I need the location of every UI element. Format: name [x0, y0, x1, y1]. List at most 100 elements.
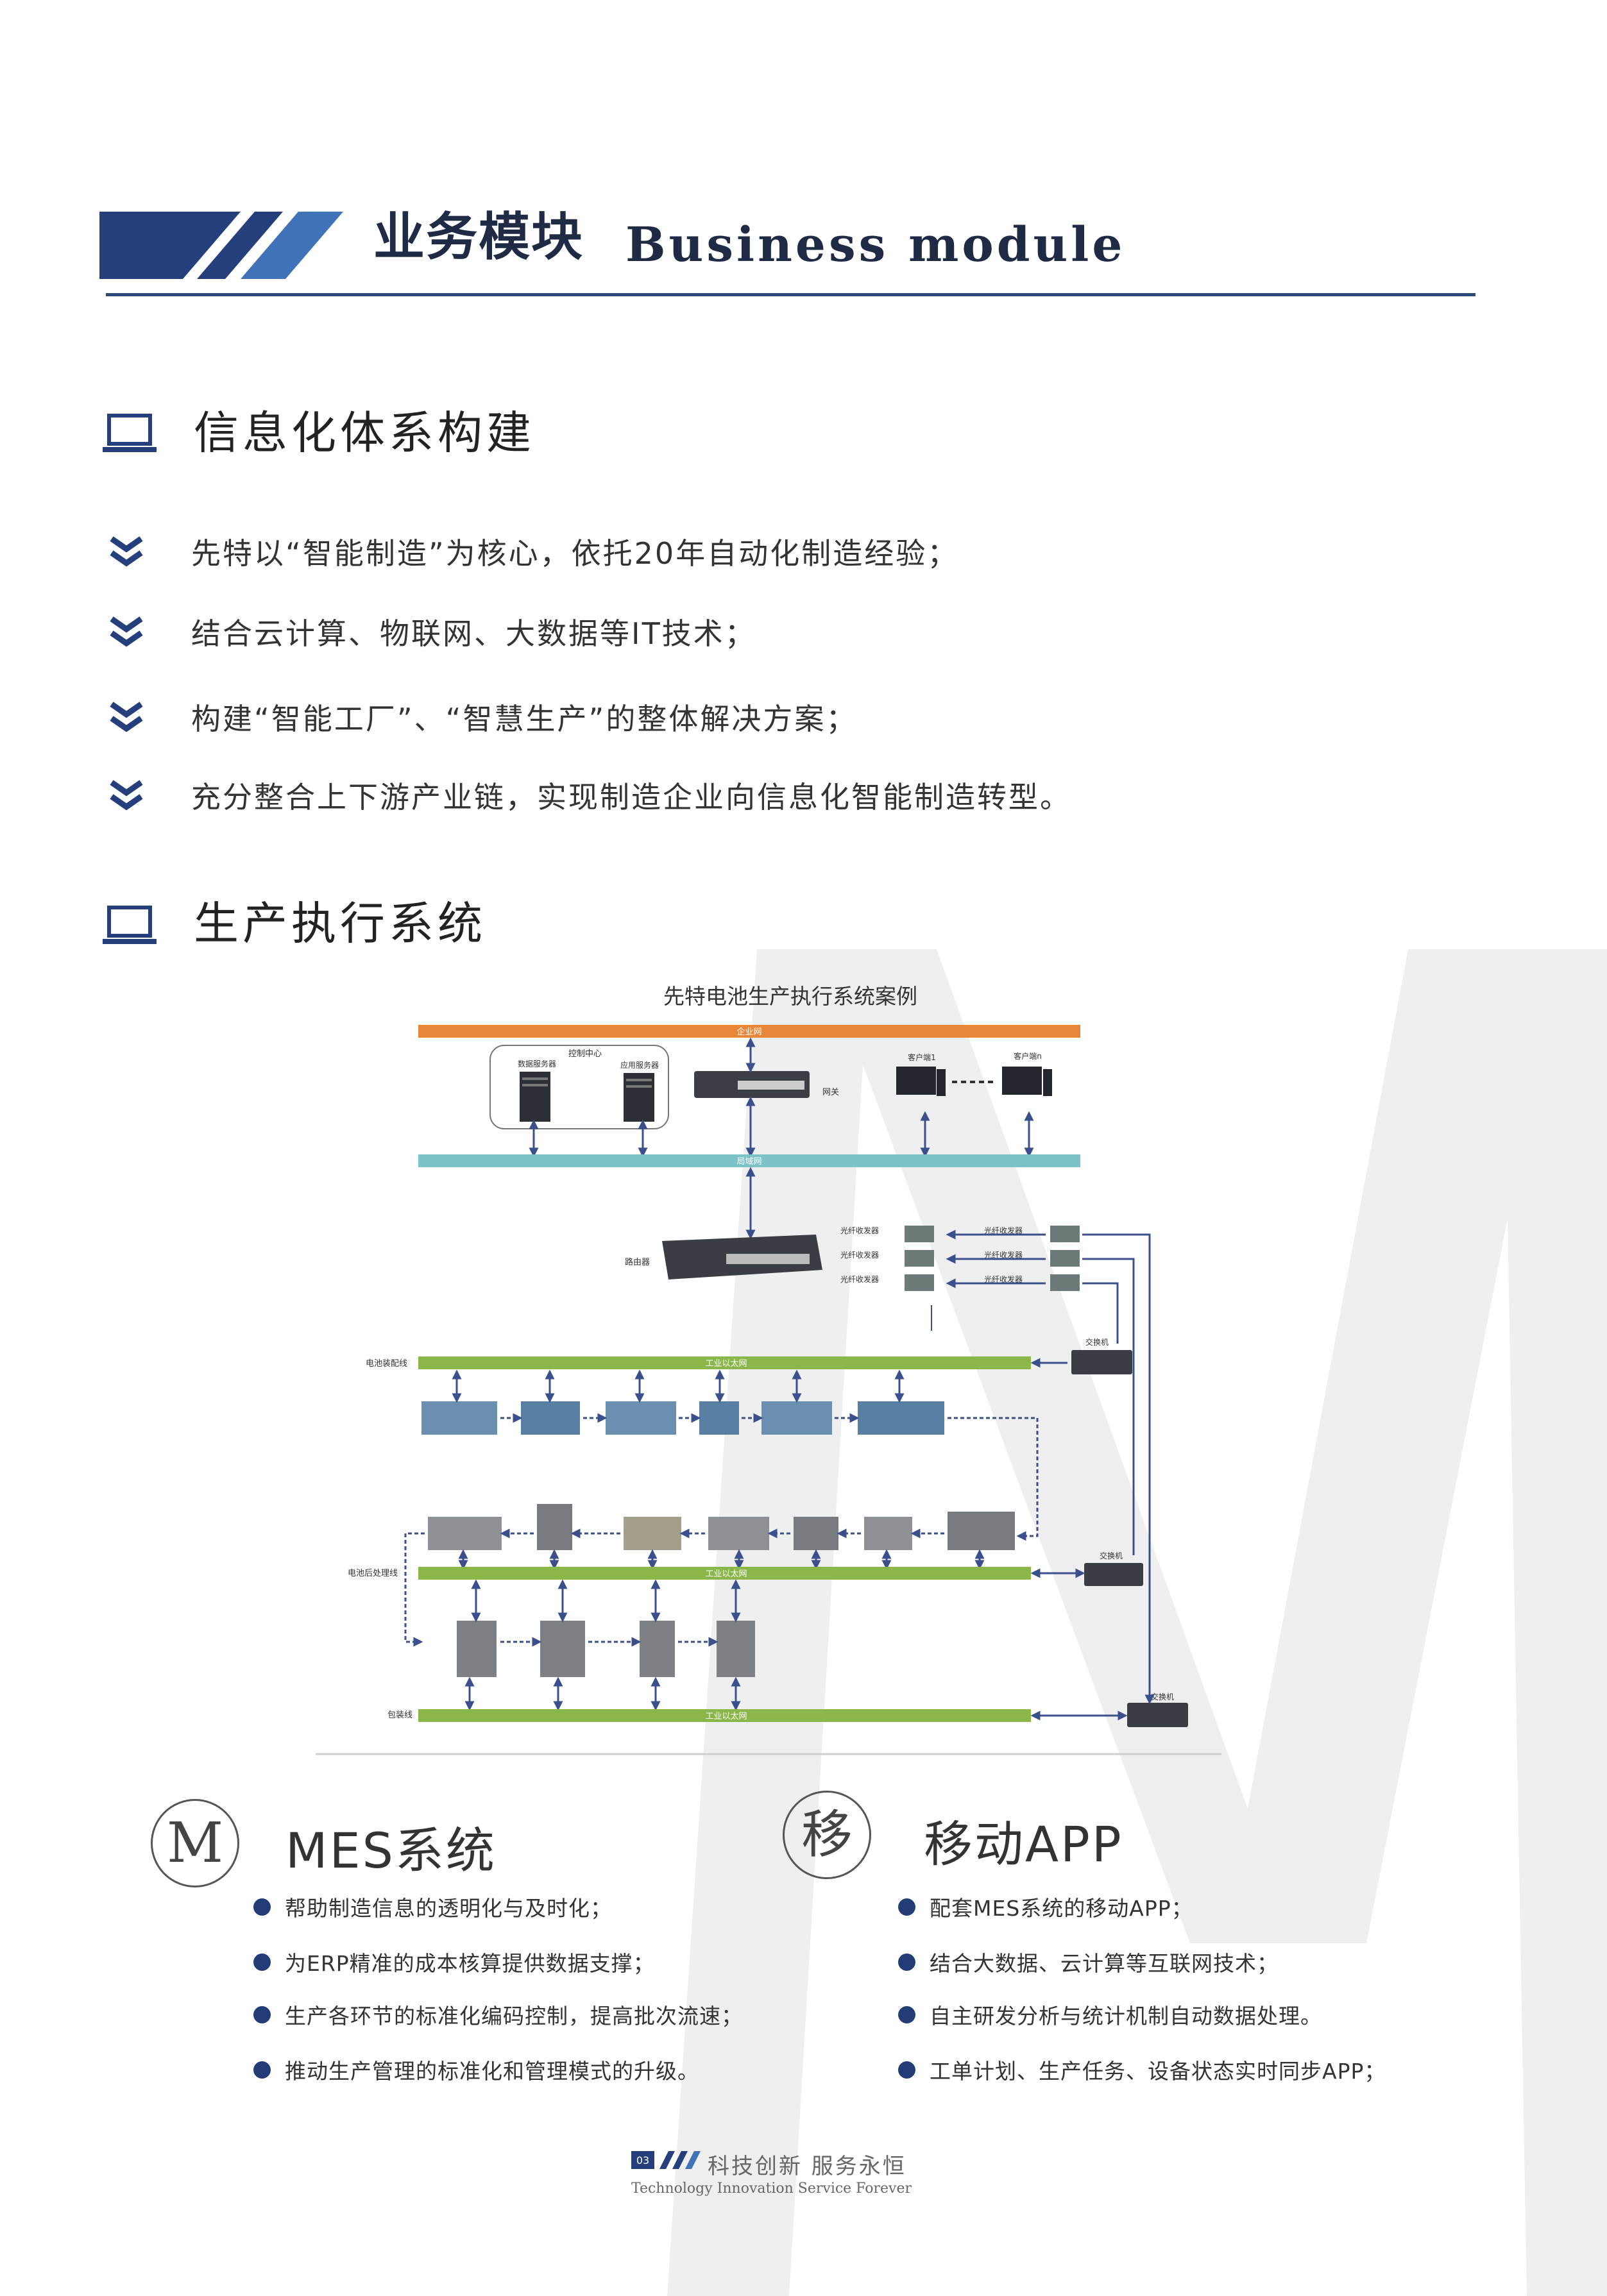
bullet-item: 构建“智能工厂”、“智慧生产”的整体解决方案； — [108, 698, 857, 736]
fiber-transceiver — [905, 1226, 934, 1242]
bullet-dot-icon — [898, 1953, 915, 1971]
switch-label: 交换机 — [1085, 1337, 1109, 1347]
switch-label: 交换机 — [1100, 1551, 1123, 1560]
fiber-label: 光纤收发器 — [984, 1250, 1023, 1260]
double-chevron-down-icon — [110, 702, 143, 732]
list-item: 工单计划、生产任务、设备状态实时同步APP； — [898, 2052, 1386, 2088]
page-number: 03 — [636, 2154, 649, 2166]
footer-slogan-en: Technology Innovation Service Forever — [631, 2181, 912, 2197]
list-item-text: 配套MES系统的移动APP； — [930, 1896, 1193, 1921]
bullet-dot-icon — [253, 2005, 271, 2023]
switch-device — [1071, 1350, 1132, 1374]
fiber-label: 光纤收发器 — [984, 1226, 1023, 1235]
laptop-icon — [103, 414, 157, 452]
laptop-icon — [103, 906, 157, 944]
bullet-dot-icon — [898, 2005, 915, 2023]
list-item: 推动生产管理的标准化和管理模式的升级。 — [253, 2052, 743, 2088]
fiber-label: 光纤收发器 — [840, 1274, 879, 1284]
mobile-app-module-title: 移动APP — [924, 1816, 1123, 1873]
double-chevron-down-icon — [110, 780, 143, 811]
footer-slogan-cn: 科技创新 服务永恒 — [708, 2154, 906, 2179]
fiber-transceiver — [1050, 1274, 1080, 1291]
mobile-app-circle-char: 移 — [801, 1805, 853, 1864]
packing-line-label: 包装线 — [387, 1710, 412, 1720]
lan-bar — [418, 1154, 1080, 1167]
industrial-ethernet-bar — [418, 1356, 1031, 1369]
post-line-label: 电池后处理线 — [348, 1569, 398, 1578]
bullet-dot-icon — [253, 1953, 271, 1971]
bullet-dot-icon — [253, 1898, 271, 1916]
list-item: 结合大数据、云计算等互联网技术； — [898, 1944, 1386, 1980]
header-title-cn: 业务模块 — [373, 207, 584, 267]
industrial-ethernet-label: 工业以太网 — [705, 1569, 747, 1579]
fiber-transceiver — [1050, 1226, 1080, 1242]
industrial-ethernet-label: 工业以太网 — [705, 1359, 747, 1369]
computer-icon — [1002, 1067, 1052, 1096]
list-item-text: 帮助制造信息的透明化与及时化； — [285, 1896, 612, 1921]
fiber-transceiver — [905, 1274, 934, 1291]
machine-row-3 — [457, 1621, 755, 1677]
list-item-text: 推动生产管理的标准化和管理模式的升级。 — [285, 2059, 699, 2084]
header-stripes-decoration — [99, 212, 343, 279]
list-item-text: 自主研发分析与统计机制自动数据处理。 — [930, 2004, 1322, 2029]
app-server-label: 应用服务器 — [620, 1060, 659, 1070]
bullet-item: 结合云计算、物联网、大数据等IT技术； — [108, 612, 756, 651]
switch-label: 交换机 — [1151, 1692, 1174, 1701]
fiber-label: 光纤收发器 — [840, 1250, 879, 1260]
bullet-text: 充分整合上下游产业链，实现制造企业向信息化智能制造转型。 — [191, 780, 1071, 815]
mes-circle-icon: M — [151, 1799, 239, 1887]
switch-device — [1084, 1563, 1143, 1586]
header-divider — [106, 293, 1475, 296]
machine-row-2 — [428, 1504, 1015, 1550]
list-item-text: 工单计划、生产任务、设备状态实时同步APP； — [930, 2059, 1386, 2084]
list-item: 为ERP精准的成本核算提供数据支撑； — [253, 1944, 743, 1980]
gateway-device — [694, 1071, 810, 1098]
bullet-item: 先特以“智能制造”为核心，依托20年自动化制造经验； — [108, 532, 958, 571]
bullet-text: 先特以“智能制造”为核心，依托20年自动化制造经验； — [191, 536, 959, 571]
control-center-label: 控制中心 — [568, 1049, 602, 1059]
list-item-text: 生产各环节的标准化编码控制，提高批次流速； — [285, 2004, 743, 2029]
fiber-label: 光纤收发器 — [840, 1226, 879, 1235]
router-label: 路由器 — [625, 1257, 650, 1267]
bullet-text: 结合云计算、物联网、大数据等IT技术； — [191, 616, 756, 651]
footer-page-badge: 03 — [631, 2151, 701, 2169]
bullet-item: 充分整合上下游产业链，实现制造企业向信息化智能制造转型。 — [108, 776, 1071, 815]
router-device — [662, 1235, 822, 1279]
assembly-line-label: 电池装配线 — [366, 1359, 407, 1369]
control-center-box — [489, 1045, 669, 1129]
industrial-ethernet-bar — [418, 1709, 1031, 1722]
mobile-app-feature-list: 配套MES系统的移动APP； 结合大数据、云计算等互联网技术； 自主研发分析与统… — [898, 1889, 1386, 2088]
list-item: 帮助制造信息的透明化与及时化； — [253, 1889, 743, 1925]
list-item: 生产各环节的标准化编码控制，提高批次流速； — [253, 1996, 743, 2032]
industrial-ethernet-label: 工业以太网 — [705, 1712, 747, 1721]
fiber-label: 光纤收发器 — [984, 1274, 1023, 1284]
list-item-text: 为ERP精准的成本核算提供数据支撑； — [285, 1951, 655, 1976]
mes-feature-list: 帮助制造信息的透明化与及时化； 为ERP精准的成本核算提供数据支撑； 生产各环节… — [253, 1889, 743, 2088]
switch-device — [1127, 1703, 1188, 1727]
machine-row-1 — [421, 1401, 944, 1435]
bullet-dot-icon — [253, 2061, 271, 2079]
computer-icon — [896, 1067, 946, 1096]
fiber-transceiver — [905, 1250, 934, 1267]
mobile-app-circle-icon: 移 — [783, 1791, 871, 1879]
enterprise-net-bar — [418, 1025, 1080, 1038]
list-item: 配套MES系统的移动APP； — [898, 1889, 1386, 1925]
header-title-en: Business module — [625, 217, 1126, 273]
section-title-mes: 生产执行系统 — [194, 897, 486, 950]
client-n-label: 客户端n — [1014, 1051, 1042, 1061]
gateway-label: 网关 — [822, 1088, 839, 1097]
bullet-dot-icon — [898, 1898, 915, 1916]
lan-label: 局域网 — [736, 1157, 761, 1167]
client1-label: 客户端1 — [908, 1052, 936, 1062]
double-chevron-down-icon — [110, 616, 143, 647]
bullet-text: 构建“智能工厂”、“智慧生产”的整体解决方案； — [191, 702, 858, 736]
bullet-dot-icon — [898, 2061, 915, 2079]
fiber-transceiver — [1050, 1250, 1080, 1267]
list-item-text: 结合大数据、云计算等互联网技术； — [930, 1951, 1279, 1976]
enterprise-net-label: 企业网 — [736, 1027, 761, 1037]
mes-module-title: MES系统 — [285, 1822, 497, 1879]
mes-architecture-diagram: 先特电池生产执行系统案例 企业网 控制中心 数据服务器 应用服务器 网关 客户端… — [316, 984, 1221, 1755]
data-server-label: 数据服务器 — [518, 1059, 556, 1068]
double-chevron-down-icon — [110, 536, 143, 567]
mes-circle-letter: M — [166, 1811, 224, 1875]
